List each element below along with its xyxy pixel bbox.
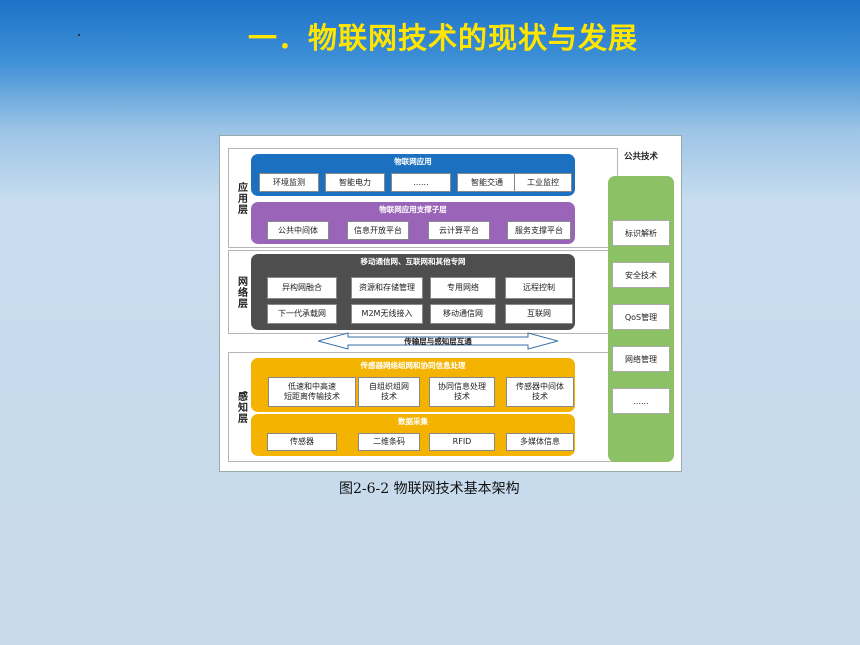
app-item: 智能电力 bbox=[325, 173, 385, 192]
network-item: 移动通信网 bbox=[430, 304, 496, 324]
network-item: 下一代承载网 bbox=[267, 304, 337, 324]
band-title: 物联网应用支撑子层 bbox=[379, 205, 447, 214]
slide-title: 一．物联网技术的现状与发展 bbox=[248, 21, 639, 55]
data-item: RFID bbox=[429, 433, 495, 451]
interconnect-label: 传输层与感知层互通 bbox=[404, 336, 472, 346]
architecture-diagram: 应用层 网络层 感知层 物联网应用 环境监测 智能电力 ...... 智能交通 … bbox=[219, 135, 682, 472]
band-title: 传感器网络组网和协同信息处理 bbox=[360, 361, 466, 370]
support-item: 云计算平台 bbox=[428, 221, 490, 240]
network-item: M2M无线接入 bbox=[351, 304, 423, 324]
common-item: QoS管理 bbox=[612, 304, 670, 330]
band-title: 移动通信网、互联网和其他专网 bbox=[360, 257, 466, 266]
network-item: 互联网 bbox=[505, 304, 573, 324]
app-item: 工业监控 bbox=[514, 173, 572, 192]
common-item: 安全技术 bbox=[612, 262, 670, 288]
app-item: 智能交通 bbox=[457, 173, 517, 192]
support-item: 信息开放平台 bbox=[347, 221, 409, 240]
common-item: 网络管理 bbox=[612, 346, 670, 372]
sensor-net-item: 自组织组网 技术 bbox=[358, 377, 420, 407]
app-item: ...... bbox=[391, 173, 451, 192]
layer-label-perception: 感知层 bbox=[235, 390, 247, 424]
layer-label-network: 网络层 bbox=[235, 275, 247, 309]
data-item: 多媒体信息 bbox=[506, 433, 574, 451]
network-item: 资源和存储管理 bbox=[351, 277, 423, 299]
sensor-net-item: 传感器中间体 技术 bbox=[506, 377, 574, 407]
layer-label-application: 应用层 bbox=[235, 181, 247, 215]
app-item: 环境监测 bbox=[259, 173, 319, 192]
band-title: 数据采集 bbox=[398, 417, 428, 426]
data-item: 二维条码 bbox=[358, 433, 420, 451]
figure-caption: 图2-6-2 物联网技术基本架构 bbox=[339, 481, 520, 497]
common-item: ...... bbox=[612, 388, 670, 414]
sensor-net-item: 低速和中高速 短距离传输技术 bbox=[268, 377, 356, 407]
common-tech-title: 公共技术 bbox=[623, 152, 658, 162]
network-item: 异构网融合 bbox=[267, 277, 337, 299]
common-item: 标识解析 bbox=[612, 220, 670, 246]
network-item: 远程控制 bbox=[505, 277, 573, 299]
decorative-dot bbox=[78, 34, 80, 36]
double-arrow bbox=[318, 332, 558, 350]
network-item: 专用网络 bbox=[430, 277, 496, 299]
support-item: 服务支撑平台 bbox=[507, 221, 571, 240]
band-title: 物联网应用 bbox=[394, 157, 432, 166]
support-item: 公共中间体 bbox=[267, 221, 329, 240]
sensor-net-item: 协同信息处理 技术 bbox=[429, 377, 495, 407]
data-item: 传感器 bbox=[267, 433, 337, 451]
